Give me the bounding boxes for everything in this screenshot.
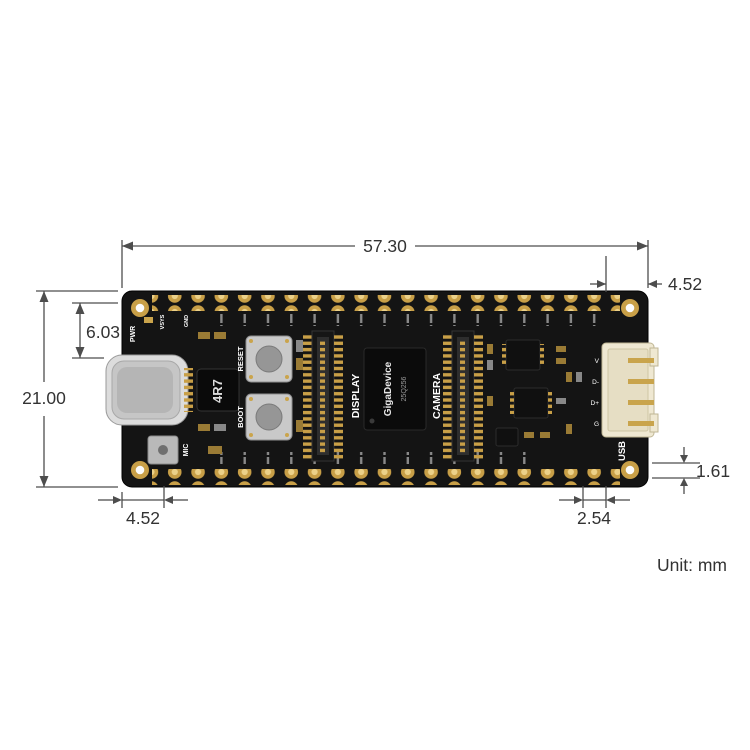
pad-row-top <box>152 295 620 311</box>
boot-button <box>245 393 293 441</box>
camera-fpc-connector <box>443 330 483 462</box>
usb-c-connector <box>105 354 193 426</box>
arrowhead <box>75 347 85 358</box>
jst-connector <box>601 342 659 438</box>
chip-brand-marking: GigaDevice <box>383 361 394 416</box>
dim-pin-pitch: 2.54 <box>559 486 630 528</box>
dim-pad-edge-offset-bottom-left: 4.52 <box>98 486 188 528</box>
pcb-board: PWR VSYS GND 4R7 RESET BOOT MIC <box>105 290 659 488</box>
jst-pin-dminus: D- <box>592 379 599 386</box>
dimension-annotations: 57.30 4.52 6.03 21.00 <box>22 236 730 528</box>
usb-label: USB <box>617 441 628 461</box>
passive-components-left <box>198 332 303 454</box>
jst-pin-g: G <box>594 421 599 428</box>
camera-label: CAMERA <box>431 373 443 419</box>
dim-usb-offset: 6.03 <box>72 302 120 359</box>
dim-board-height: 21.00 <box>22 290 118 488</box>
arrowhead <box>39 291 49 302</box>
pin-labels-bottom <box>210 452 540 464</box>
unit-note: Unit: mm <box>657 555 727 575</box>
arrowhead <box>680 478 688 486</box>
arrowhead <box>574 496 583 504</box>
passive-components-right <box>487 344 582 438</box>
vsys-pin-label: VSYS <box>160 314 166 329</box>
chip-pin1-dot <box>369 418 375 424</box>
mounting-holes <box>131 299 639 479</box>
arrowhead <box>680 455 688 463</box>
dim-pin-pitch-value: 2.54 <box>577 508 611 528</box>
pin-labels-top <box>210 314 606 326</box>
support-ics <box>495 339 552 447</box>
dim-pad-edge-offset-top-right: 4.52 <box>590 256 702 294</box>
arrowhead-left <box>122 241 133 251</box>
arrowhead <box>164 496 173 504</box>
display-label: DISPLAY <box>350 374 362 419</box>
boot-label: BOOT <box>236 406 245 428</box>
dim-board-width-value: 57.30 <box>363 236 407 256</box>
dim-bottom-left-value: 4.52 <box>126 508 160 528</box>
microphone <box>147 435 179 465</box>
inductor-4r7: 4R7 <box>196 368 240 412</box>
dim-pad-bottom-offset: 1.61 <box>652 447 730 494</box>
inductor-marking: 4R7 <box>210 379 225 403</box>
reset-label: RESET <box>236 346 245 371</box>
mic-label: MIC <box>183 444 190 457</box>
jst-pin-labels: V D- D+ G <box>591 358 600 428</box>
chip-part-marking: 25Q256 <box>401 376 408 401</box>
jst-pin-dplus: D+ <box>591 400 600 407</box>
reset-button <box>245 335 293 383</box>
arrowhead <box>39 476 49 487</box>
dim-board-height-value: 21.00 <box>22 388 66 408</box>
pad-row-bottom <box>152 469 620 485</box>
dim-bottom-right-value: 1.61 <box>696 461 730 481</box>
main-chip: GigaDevice 25Q256 <box>363 347 427 431</box>
arrowhead <box>75 303 85 314</box>
arrowhead <box>606 496 615 504</box>
pwr-label: PWR <box>130 326 137 342</box>
gnd-pin-label: GND <box>184 315 190 327</box>
jst-pin-v: V <box>595 358 600 365</box>
arrowhead <box>648 280 657 288</box>
dim-top-right-value: 4.52 <box>668 274 702 294</box>
arrowhead <box>597 280 606 288</box>
usb-c-pins <box>184 368 193 412</box>
display-fpc-connector <box>303 330 343 462</box>
arrowhead <box>113 496 122 504</box>
dim-usb-offset-value: 6.03 <box>86 322 120 342</box>
power-led <box>144 317 153 323</box>
arrowhead-right <box>637 241 648 251</box>
dim-board-width: 57.30 <box>121 236 649 288</box>
